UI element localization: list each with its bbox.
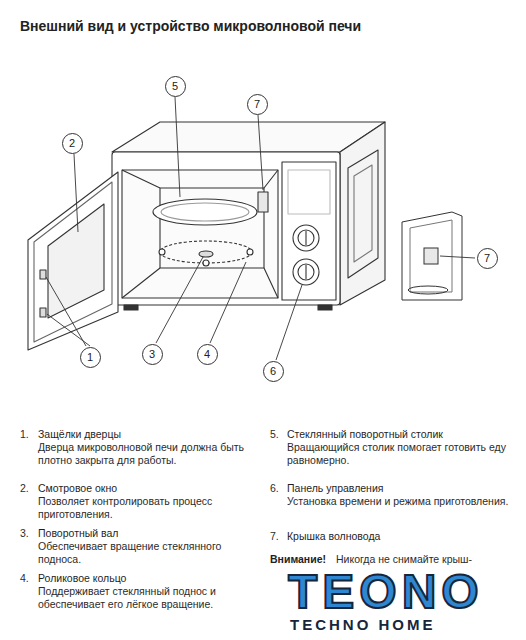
glass-turntable	[153, 199, 257, 225]
item-text: Крышка волновода	[287, 530, 513, 543]
door-latch	[40, 308, 46, 317]
leader-line	[156, 257, 203, 343]
item-text: Панель управления	[287, 482, 513, 495]
title: Внешний вид и устройство микроволновой п…	[20, 18, 510, 35]
door-frame	[34, 182, 112, 342]
leader-line	[46, 277, 90, 346]
inset-waveguide-cover	[424, 248, 438, 264]
item-number: 7.	[270, 530, 288, 543]
knob-cap	[298, 230, 314, 246]
waveguide-cover	[258, 192, 268, 212]
brand-logo: TEONO	[288, 566, 514, 618]
power-knob	[293, 259, 319, 285]
microwave-body	[28, 122, 385, 350]
leader-line	[276, 285, 302, 360]
leader-line	[210, 262, 246, 343]
item-text: Роликовое кольцо	[38, 572, 250, 585]
foot	[124, 305, 138, 310]
callout-circle: 6	[263, 361, 284, 382]
foot	[318, 305, 332, 310]
item-text: Вращающийся столик помогает готовить еду…	[287, 441, 513, 467]
item-number: 6.	[270, 482, 288, 495]
door-latch	[40, 270, 46, 279]
warning-label: Внимание!	[270, 553, 336, 566]
callout-number: 7	[484, 252, 490, 264]
callout-number: 2	[69, 137, 75, 149]
brand-logo: TECHNO HOME	[290, 616, 514, 634]
callout-circle: 5	[165, 76, 186, 97]
side-panel	[340, 122, 385, 305]
roller	[247, 249, 253, 255]
item-text: Стеклянный поворотный столик	[287, 428, 513, 441]
item-text: Смотровое окно	[38, 482, 250, 495]
leader-lines	[46, 97, 475, 360]
item-text: Поворотный вал	[38, 527, 250, 540]
callout-number: 6	[270, 365, 276, 377]
callout-number: 7	[254, 98, 260, 110]
cavity-opening	[122, 170, 278, 298]
control-panel	[282, 162, 336, 300]
knob-cap	[298, 264, 314, 280]
leader-line	[258, 115, 263, 190]
callout-circle: 7	[247, 94, 268, 115]
item-number: 5.	[270, 428, 288, 441]
leader-line	[175, 97, 180, 197]
inset-housing	[402, 212, 462, 300]
leader-line	[440, 256, 475, 258]
callout-circle: 2	[62, 133, 83, 154]
inset-cavity	[402, 212, 462, 300]
display-area	[288, 170, 330, 214]
knob-notch	[305, 265, 306, 279]
timer-knob	[293, 225, 319, 251]
item-number: 2.	[20, 482, 38, 495]
item-text: Поддерживает стеклянный поднос и обеспеч…	[38, 585, 250, 611]
callout-circle: 7	[477, 248, 498, 269]
callout-number: 5	[172, 80, 178, 92]
callout-circle: 3	[142, 344, 163, 365]
roller	[203, 260, 209, 266]
leader-line	[74, 154, 78, 232]
top-panel	[112, 122, 385, 152]
turntable-rim	[161, 203, 249, 221]
item-number: 3.	[20, 527, 38, 540]
item-text: Установка времени и режима приготовления…	[287, 495, 513, 508]
viewing-window	[48, 204, 104, 318]
callout-number: 4	[204, 348, 210, 360]
inset-turntable	[408, 286, 448, 294]
item-text: Защёлки дверцы	[38, 428, 250, 441]
callout-number: 3	[149, 348, 155, 360]
side-vent	[354, 165, 372, 262]
item-number: 1.	[20, 428, 38, 441]
turntable-shaft	[199, 251, 213, 257]
item-text: Дверца микроволновой печи должна быть пл…	[38, 441, 250, 467]
door	[28, 172, 118, 350]
item-text: Обеспечивает вращение стеклянного поднос…	[38, 540, 250, 566]
front-face	[112, 152, 340, 305]
cavity-edges	[122, 170, 278, 298]
callout-circle: 1	[80, 347, 101, 368]
side-vent-panel	[348, 150, 378, 278]
item-number: 4.	[20, 572, 38, 585]
item-text: Никогда не снимайте крыш-	[336, 553, 512, 566]
callout-circle: 4	[197, 344, 218, 365]
roller	[159, 249, 165, 255]
callout-number: 1	[87, 351, 93, 363]
item-text: Позволяет контролировать процесс пригото…	[38, 495, 250, 521]
knob-notch	[305, 231, 306, 245]
